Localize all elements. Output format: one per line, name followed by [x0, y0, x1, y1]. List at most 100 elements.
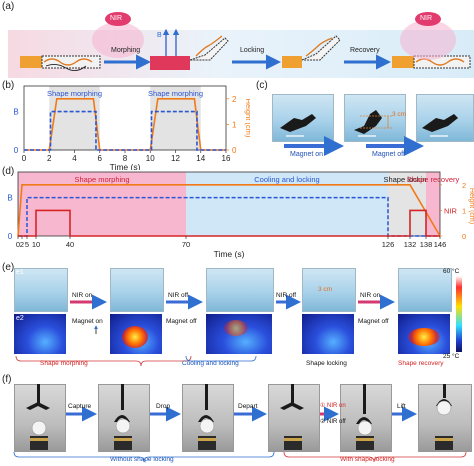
region-label: Shape recovery: [407, 175, 460, 184]
shaded-region: [150, 86, 201, 150]
y-left-tick-label: B: [7, 194, 12, 203]
magnet-on-label: Magnet on: [290, 151, 324, 158]
panel-f-graphics: [13, 384, 467, 463]
thermal-e2-2: [110, 314, 162, 354]
region-label: Cooling and locking: [254, 175, 319, 184]
e-arrow-1-label: NIR on: [72, 292, 93, 299]
x-tick-label: 138: [420, 240, 433, 249]
x-tick-label: 40: [66, 240, 74, 249]
x-tick-label: 10: [32, 240, 40, 249]
step-morphing: Morphing: [111, 47, 141, 54]
x-tick-label: 10: [146, 154, 155, 163]
thermal-e2-1: [14, 314, 66, 354]
colorbar-min-label: 25 °C: [443, 353, 460, 360]
x-tick-label: 70: [182, 240, 190, 249]
hotspot: [408, 328, 440, 346]
f-step-nir-off: ② NIR off: [320, 419, 346, 425]
f-step-capture: Capture: [68, 403, 92, 410]
y-right-tick-label: 0: [462, 232, 466, 241]
step-recovery: Recovery: [350, 47, 380, 54]
x-tick-label: 2: [47, 154, 52, 163]
nir-source-right-label: NIR: [420, 15, 433, 22]
x-tick-label: 8: [123, 154, 128, 163]
y-right-tick-label: 2: [232, 95, 237, 104]
photo-e1-3: [206, 268, 274, 312]
x-tick-label: 0: [16, 240, 20, 249]
f-without-shape-locking: Without shape locking: [110, 456, 174, 463]
e-magnet-on-label: Magnet on: [72, 318, 103, 325]
x-tick-label: 2: [20, 240, 24, 249]
thermal-e2-4: [302, 314, 354, 354]
thermal-e2-5: [398, 314, 450, 354]
photo-c-overlays: [280, 110, 458, 156]
stage-shape-locking: Shape locking: [306, 360, 347, 367]
photo-c-1: [272, 94, 334, 142]
photo-e1-4: [302, 268, 356, 312]
y-right-tick-label: 1: [232, 120, 237, 129]
x-tick-label: 16: [222, 154, 231, 163]
panel-label-b: (b): [2, 80, 15, 91]
colorbar-max-label: 60 °C: [443, 268, 460, 275]
photo-e1-1: [14, 268, 68, 312]
annotation-label: Shape morphing: [47, 89, 102, 98]
f-step-depart: Depart: [238, 403, 258, 410]
temperature-colorbar: [456, 276, 462, 352]
e-magnet-off-label: Magnet off: [166, 318, 197, 325]
magnet-off-label: Magnet off: [372, 151, 405, 158]
e-measure: 3 cm: [318, 286, 333, 293]
panel-label-d: (d): [2, 166, 15, 177]
f-step-lift: Lift: [397, 403, 406, 410]
photo-e1-2: [110, 268, 164, 312]
panel-label-a: (a): [2, 1, 15, 12]
schematic-background: [8, 30, 474, 78]
stage-shape-morphing: Shape morphing: [40, 360, 88, 367]
region-band: [388, 172, 426, 236]
photo-e1-5: [398, 268, 452, 312]
panel-e-arrows: [15, 294, 395, 367]
chart-d: Shape morphing Cooling and locking Shape l…: [7, 171, 474, 259]
x-tick-label: 132: [404, 240, 417, 249]
x-tick-label: 0: [22, 154, 27, 163]
photo-c-3: [416, 94, 474, 142]
annotation-label: Shape morphing: [148, 89, 203, 98]
magnetic-field-symbol: B: [157, 32, 162, 39]
x-axis-label: Time (s): [214, 249, 245, 259]
x-tick-label: 14: [196, 154, 205, 163]
panel-label-e: (e): [2, 262, 15, 273]
e-arrow-2-label: NIR off: [168, 292, 189, 299]
stage-shape-recovery: Shape recovery: [398, 360, 444, 367]
x-tick-label: 6: [98, 154, 103, 163]
x-tick-label: 4: [72, 154, 77, 163]
thermal-e2-3: [206, 314, 272, 354]
stage-cooling-locking: Cooling and locking: [182, 360, 239, 367]
y-right-tick-label: 0: [232, 146, 237, 155]
row-label-e1: e1: [16, 269, 24, 276]
e-arrow-4-label: NIR on: [360, 292, 381, 299]
f-with-shape-locking: With shape locking: [340, 456, 395, 463]
shaded-region: [49, 86, 100, 150]
y-left-tick-label: B: [13, 108, 18, 117]
nir-source-left-label: NIR: [110, 15, 123, 22]
y-left-tick-label: 0: [8, 232, 13, 241]
x-tick-label: 5: [25, 240, 29, 249]
panel-label-c: (c): [256, 80, 268, 91]
hotspot: [122, 326, 148, 348]
e-arrow-3-label: NIR off: [276, 292, 297, 299]
region-label: Shape morphing: [74, 175, 129, 184]
row-label-e2: e2: [16, 315, 24, 322]
region-label: Shape locking: [383, 175, 430, 184]
region-band: [186, 172, 388, 236]
x-tick-label: 12: [171, 154, 180, 163]
step-locking: Locking: [240, 47, 265, 54]
x-tick-label: 146: [434, 240, 447, 249]
region-band: [426, 172, 440, 236]
series-line-b: [24, 110, 226, 151]
f-step-drop: Drop: [156, 403, 171, 410]
nir-axis-label: NIR: [444, 206, 458, 215]
y-left-tick-label: 0: [14, 146, 19, 155]
y-right-axis-label: Height (cm): [244, 99, 250, 138]
panel-label-f: (f): [2, 374, 12, 385]
schematic-drawing: [20, 12, 471, 71]
region-band: [18, 172, 186, 236]
